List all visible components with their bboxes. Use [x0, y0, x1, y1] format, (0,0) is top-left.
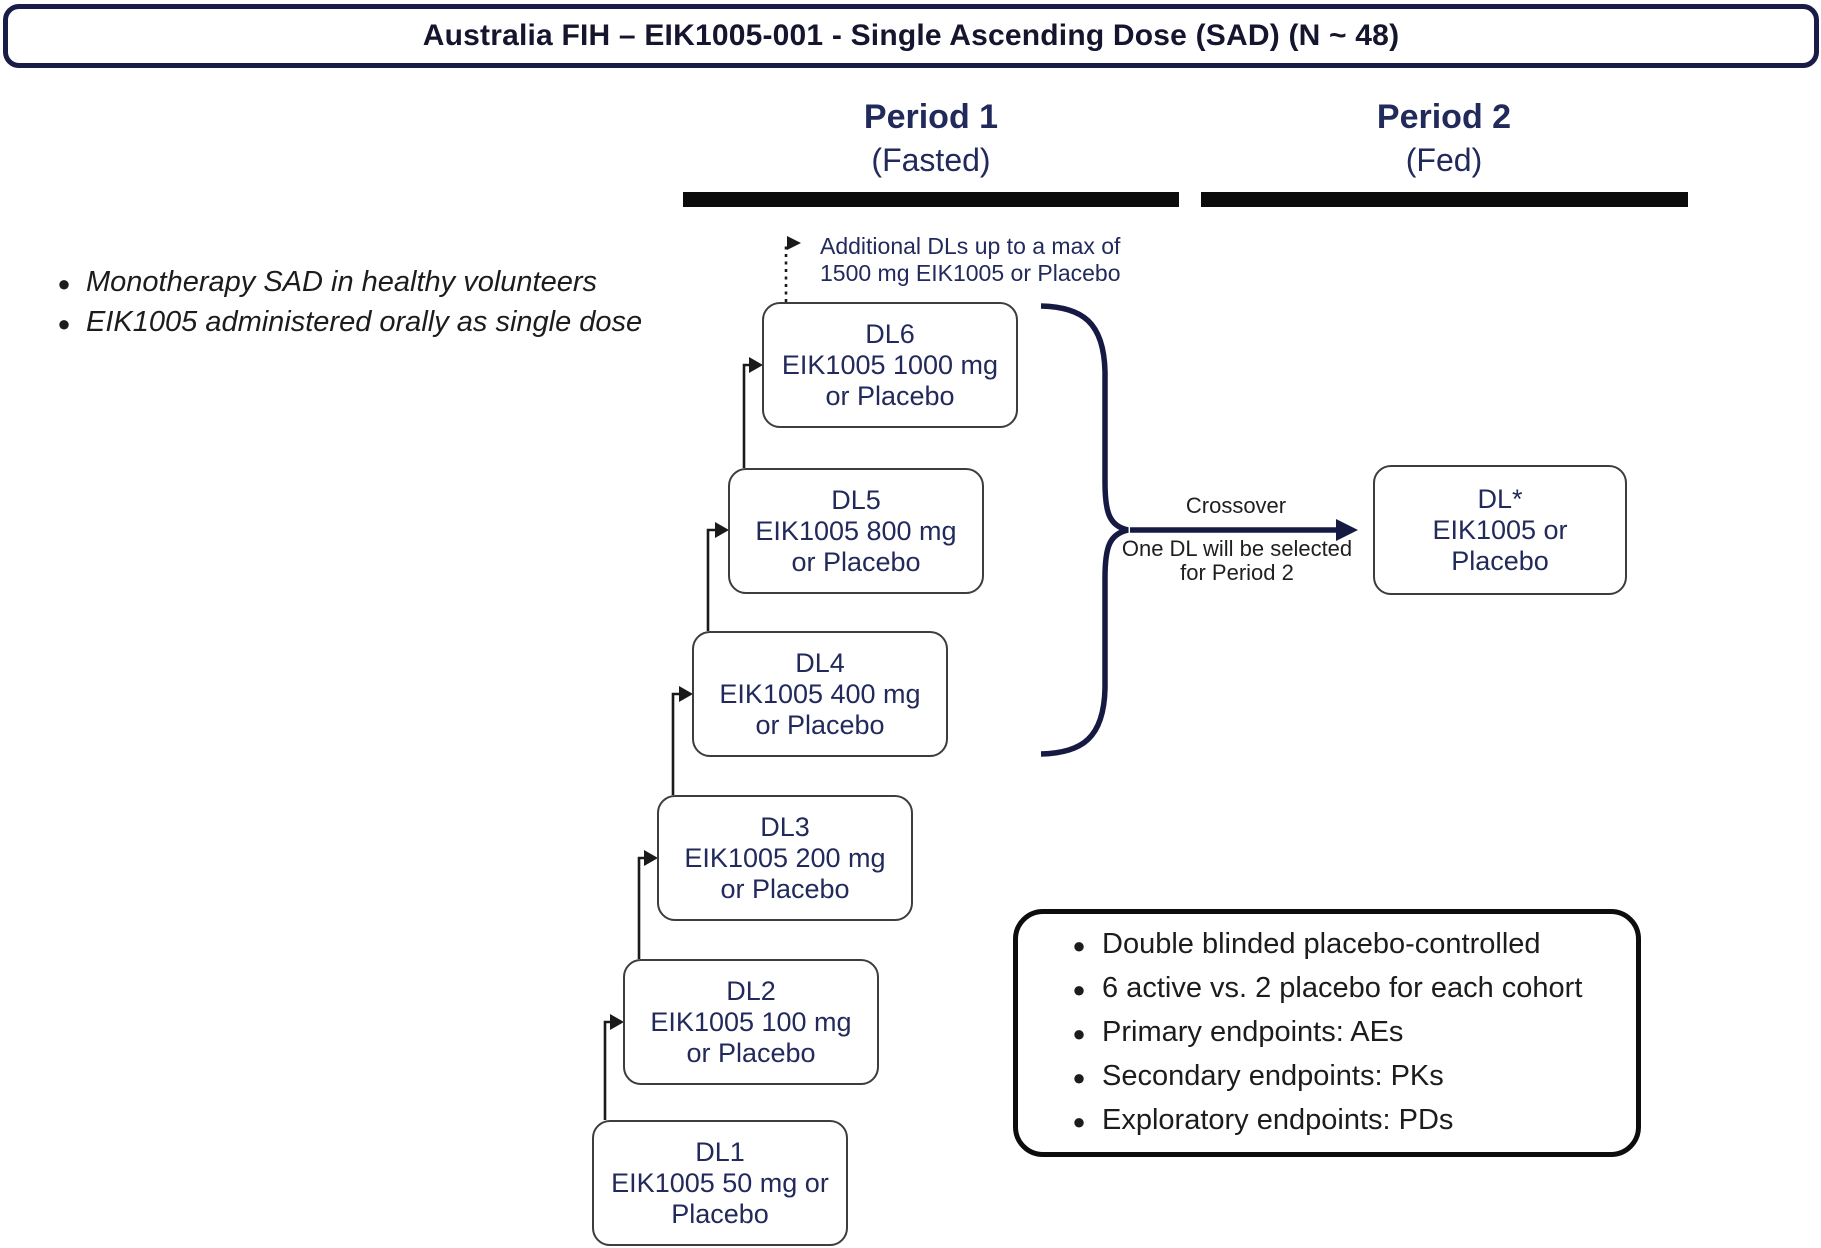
dose-box-dl1: DL1 EIK1005 50 mg or Placebo	[592, 1120, 848, 1246]
dose-line: EIK1005 1000 mg	[781, 349, 999, 380]
dose-level-id: DL6	[865, 318, 915, 349]
dose-box-dl2: DL2 EIK1005 100 mg or Placebo	[623, 959, 879, 1085]
dose-level-id: DL3	[760, 811, 810, 842]
dose-box-dl6: DL6 EIK1005 1000 mg or Placebo	[762, 302, 1018, 428]
crossover-brace	[1040, 303, 1129, 757]
bullet-icon: ●	[1072, 1109, 1086, 1134]
detail-text: Secondary endpoints: PKs	[1102, 1060, 1444, 1092]
dose-escalation-arrowheads	[610, 357, 763, 1030]
period2-underline	[1201, 192, 1688, 207]
detail-text: Double blinded placebo-controlled	[1102, 928, 1541, 960]
bullet-icon: ●	[57, 271, 71, 296]
page-title: Australia FIH – EIK1005-001 - Single Asc…	[422, 19, 1400, 52]
dose-level-id: DL1	[695, 1136, 745, 1167]
list-item: ● Monotherapy SAD in healthy volunteers	[42, 263, 722, 303]
dose-level-id: DL2	[726, 975, 776, 1006]
period1-label: Period 1	[863, 98, 999, 136]
detail-text: Exploratory endpoints: PDs	[1102, 1104, 1454, 1136]
dose-line: or Placebo	[791, 546, 921, 577]
dose-line: EIK1005 200 mg	[684, 842, 886, 873]
period2-sublabel: (Fed)	[1405, 142, 1483, 178]
escalation-note: Additional DLs up to a max of 1500 mg EI…	[820, 233, 1120, 287]
dose-line: Placebo	[1451, 545, 1549, 576]
dose-line: or Placebo	[825, 380, 955, 411]
dose-line: or Placebo	[720, 873, 850, 904]
bullet-icon: ●	[1072, 1065, 1086, 1090]
dose-level-id: DL*	[1477, 483, 1523, 514]
dose-line: EIK1005 50 mg or	[611, 1167, 829, 1198]
list-item: ● Secondary endpoints: PKs	[1056, 1055, 1636, 1099]
dose-level-id: DL4	[795, 647, 845, 678]
detail-text: Primary endpoints: AEs	[1102, 1016, 1404, 1048]
dose-line: EIK1005 100 mg	[650, 1006, 852, 1037]
dose-escalation-connectors	[603, 363, 750, 1120]
list-item: ● Primary endpoints: AEs	[1056, 1011, 1636, 1055]
dose-box-dl4: DL4 EIK1005 400 mg or Placebo	[692, 631, 948, 757]
list-item: ● EIK1005 administered orally as single …	[42, 303, 722, 343]
detail-text: 6 active vs. 2 placebo for each cohort	[1102, 972, 1583, 1004]
escalation-more-arrow	[784, 236, 801, 302]
dose-line: EIK1005 400 mg	[719, 678, 921, 709]
study-summary-bullets: ● Monotherapy SAD in healthy volunteers …	[42, 263, 722, 343]
crossover-note: One DL will be selected for Period 2	[1097, 537, 1377, 585]
bullet-icon: ●	[57, 311, 71, 336]
period1-sublabel: (Fasted)	[871, 142, 991, 178]
crossover-note-line2: for Period 2	[1180, 560, 1294, 585]
escalation-note-line2: 1500 mg EIK1005 or Placebo	[820, 260, 1121, 286]
study-details-box: ● Double blinded placebo-controlled ● 6 …	[1013, 909, 1641, 1157]
period2-label: Period 2	[1376, 98, 1512, 136]
list-item: ● Exploratory endpoints: PDs	[1056, 1099, 1636, 1143]
bullet-text: EIK1005 administered orally as single do…	[86, 306, 643, 338]
bullet-text: Monotherapy SAD in healthy volunteers	[86, 266, 598, 298]
period1-underline	[683, 192, 1179, 207]
dose-line: EIK1005 800 mg	[755, 515, 957, 546]
dose-line: Placebo	[671, 1198, 769, 1229]
crossover-label: Crossover	[1185, 493, 1287, 518]
dose-line: or Placebo	[755, 709, 885, 740]
dose-box-dl5: DL5 EIK1005 800 mg or Placebo	[728, 468, 984, 594]
escalation-note-line1: Additional DLs up to a max of	[820, 233, 1121, 259]
crossover-arrow	[1130, 519, 1358, 541]
bullet-icon: ●	[1072, 977, 1086, 1002]
list-item: ● 6 active vs. 2 placebo for each cohort	[1056, 967, 1636, 1011]
dose-line: or Placebo	[686, 1037, 816, 1068]
dose-line: EIK1005 or	[1432, 514, 1568, 545]
bullet-icon: ●	[1072, 1021, 1086, 1046]
dose-box-dl3: DL3 EIK1005 200 mg or Placebo	[657, 795, 913, 921]
title-bar: Australia FIH – EIK1005-001 - Single Asc…	[3, 4, 1819, 68]
dose-level-id: DL5	[831, 484, 881, 515]
crossover-note-line1: One DL will be selected	[1121, 536, 1353, 561]
list-item: ● Double blinded placebo-controlled	[1056, 923, 1636, 967]
bullet-icon: ●	[1072, 933, 1086, 958]
dose-box-dl-star: DL* EIK1005 or Placebo	[1373, 465, 1627, 595]
